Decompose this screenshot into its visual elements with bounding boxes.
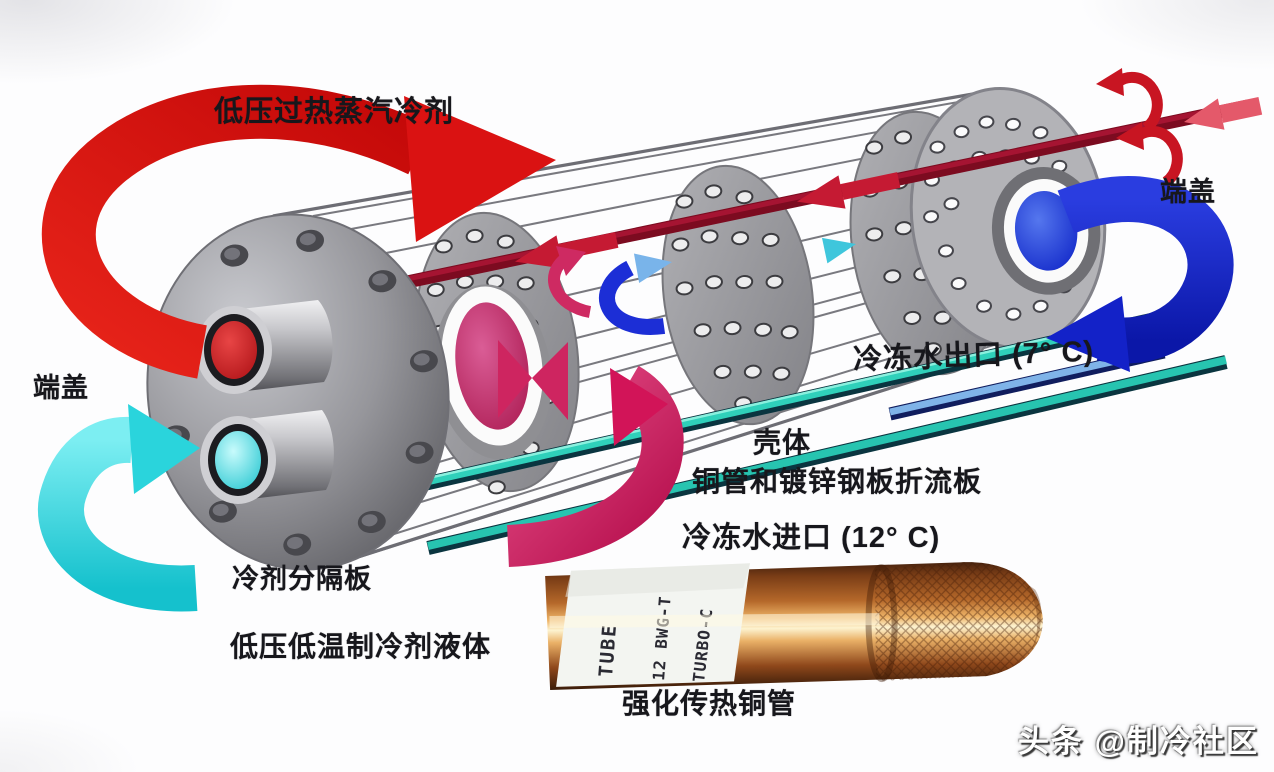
water-flow-arrowhead-1 [633,253,672,284]
refrigerant-tube [386,96,1263,293]
refrigerant-spray-arrows [498,246,684,567]
label-superheated-vapor: 低压过热蒸汽冷剂 [214,96,455,128]
refrigerant-flow-arrow-3 [1184,96,1263,130]
water-outlet-port [1014,190,1078,271]
water-tubes [360,237,1228,555]
vapor-out-arrow [41,84,556,379]
label-refrigerant-partition: 冷剂分隔板 [232,564,372,594]
label-end-cap-left: 端盖 [33,373,89,403]
label-shell: 壳体 [753,427,812,458]
tube-knurled-end [875,562,1043,682]
label-chilled-water-inlet: 冷冻水进口 (12° C) [682,522,941,554]
vapor-outlet-nozzle [196,300,333,394]
liquid-inlet-nozzle [200,410,334,504]
right-tube-sheet [909,87,1107,349]
label-enhanced-tube: 强化传热铜管 [622,688,797,719]
label-refrigerant-liquid: 低压低温制冷剂液体 [230,631,492,662]
water-turn-arrow [599,260,666,335]
left-end-cap [146,213,450,571]
label-chilled-water-outlet: 冷冻水出口 (7° C) [852,335,1095,377]
baffle-plate-2 [661,164,815,426]
vapor-swirl-arrows [1096,68,1183,187]
watermark: 头条 @制冷社区 [1018,724,1259,759]
tube-label-line1: TUBE [595,622,621,677]
copper-tube-photo: TUBE 12 BWG-T TURBO-C [545,562,1043,690]
water-flow-arrowhead-2 [821,237,856,264]
label-end-cap-right: 端盖 [1160,177,1216,207]
label-baffle-plates: 铜管和镀锌钢板折流板 [692,466,983,497]
refrigerant-partition-plate [434,284,552,460]
liquid-in-arrow [38,404,200,612]
refrigerant-flow-arrow-2 [797,172,901,209]
water-out-arrow [1046,176,1234,372]
